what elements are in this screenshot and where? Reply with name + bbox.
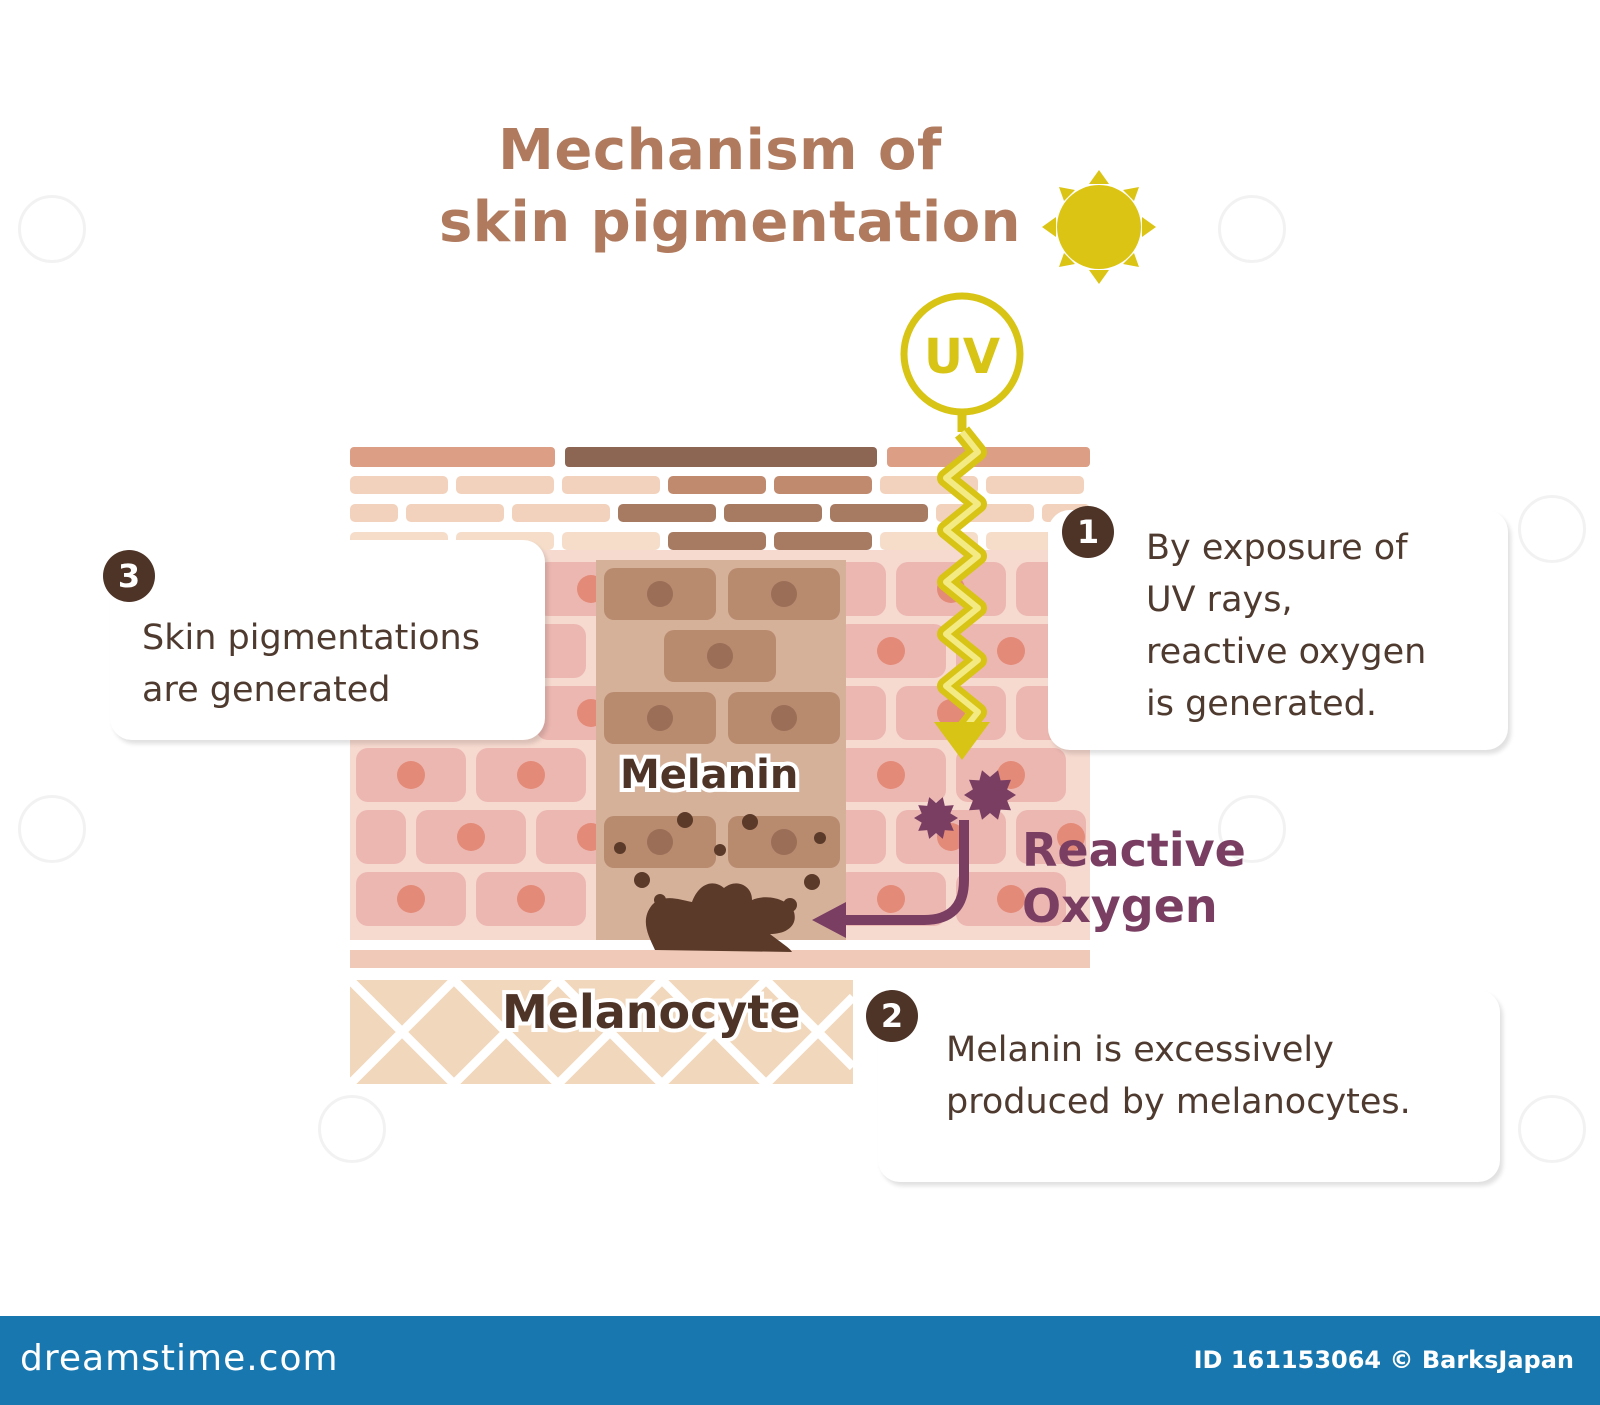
footer-bar: dreamstime.com ID 161153064 © BarksJapan (0, 1316, 1600, 1405)
cell-nucleus (517, 885, 545, 913)
cell-nucleus (397, 885, 425, 913)
step-3-text: Skin pigmentations are generated (142, 618, 480, 710)
footer-id-credit: ID 161153064 © BarksJapan (1193, 1346, 1574, 1374)
cell-nucleus (997, 637, 1025, 665)
cell-nucleus (877, 761, 905, 789)
uv-ray: UV (900, 292, 1024, 760)
watermark-icon (1518, 495, 1586, 563)
melanin-cell-nucleus (771, 829, 797, 855)
step-2-card: Melanin is excessively produced by melan… (878, 990, 1500, 1182)
corneum-cell (618, 504, 716, 522)
step-3-card: Skin pigmentations are generated (110, 540, 545, 740)
step-2-badge: 2 (866, 990, 918, 1042)
step-1-text: By exposure of UV rays, reactive oxygen … (1146, 528, 1427, 724)
watermark-icon (318, 1095, 386, 1163)
watermark-icon (18, 795, 86, 863)
uv-label: UV (924, 329, 1000, 385)
diagram-stage: Mechanism of skin pigmentation (18, 118, 1586, 1182)
cell-nucleus (877, 885, 905, 913)
watermark-icon (1218, 195, 1286, 263)
corneum-cell (986, 476, 1084, 494)
watermark-icon (1218, 795, 1286, 863)
corneum-cell (724, 504, 822, 522)
corneum-cell (774, 476, 872, 494)
skin-cross-section-diagram: UV Melanin Melanin Melanocyte Melanocyte… (346, 170, 1246, 1088)
footer-logo[interactable]: dreamstime.com (20, 1338, 339, 1379)
melanin-cell-nucleus (771, 705, 797, 731)
corneum-cell (830, 504, 928, 522)
melanocyte-label-outline: Melanocyte (502, 985, 801, 1039)
watermark-icon (18, 195, 86, 263)
watermark-icon (1518, 1095, 1586, 1163)
step-1-badge: 1 (1062, 506, 1114, 558)
melanin-cell-nucleus (647, 829, 673, 855)
cell-nucleus (997, 885, 1025, 913)
page-title-line-1: Mechanism of (498, 118, 942, 183)
reactive-oxygen-label-line-1: Reactive (1022, 823, 1246, 877)
sun-icon (1042, 170, 1156, 284)
reactive-oxygen-particle (914, 797, 958, 839)
corneum-cell (774, 532, 872, 550)
melanin-cell-nucleus (647, 581, 673, 607)
cell-nucleus (457, 823, 485, 851)
corneum-cell (350, 476, 448, 494)
cell-nucleus (517, 761, 545, 789)
corneum-cell (668, 476, 766, 494)
epidermis-cell (356, 810, 406, 864)
reactive-oxygen-label-line-2: Oxygen (1022, 879, 1218, 933)
star-burst-icon (914, 770, 1016, 839)
corneum-cell (456, 476, 554, 494)
corneum-cell (668, 532, 766, 550)
step-2-text: Melanin is excessively produced by melan… (946, 1030, 1411, 1122)
curved-arrow-icon (812, 820, 969, 938)
melanin-blob (645, 883, 795, 952)
dermis-layer (346, 950, 1090, 1088)
corneum-cell (562, 476, 660, 494)
corneum-cell (406, 504, 504, 522)
melanocyte-label: Melanocyte (502, 985, 801, 1039)
melanin-cell-nucleus (647, 705, 673, 731)
corneum-cell (350, 504, 398, 522)
cell-nucleus (397, 761, 425, 789)
melanin-cell-nucleus (771, 581, 797, 607)
melanin-label-outline: Melanin (620, 752, 798, 798)
uv-arrowhead (934, 722, 990, 760)
cell-nucleus (877, 637, 905, 665)
corneum-cell (562, 532, 660, 550)
corneum-cell (512, 504, 610, 522)
step-1-card: By exposure of UV rays, reactive oxygen … (1048, 510, 1508, 750)
step-3-badge: 3 (103, 550, 155, 602)
melanin-label: Melanin (620, 752, 798, 798)
cell-nucleus (1057, 823, 1085, 851)
page-title-line-2: skin pigmentation (438, 190, 1022, 255)
melanin-cell-nucleus (707, 643, 733, 669)
reactive-oxygen-particle (964, 770, 1016, 820)
